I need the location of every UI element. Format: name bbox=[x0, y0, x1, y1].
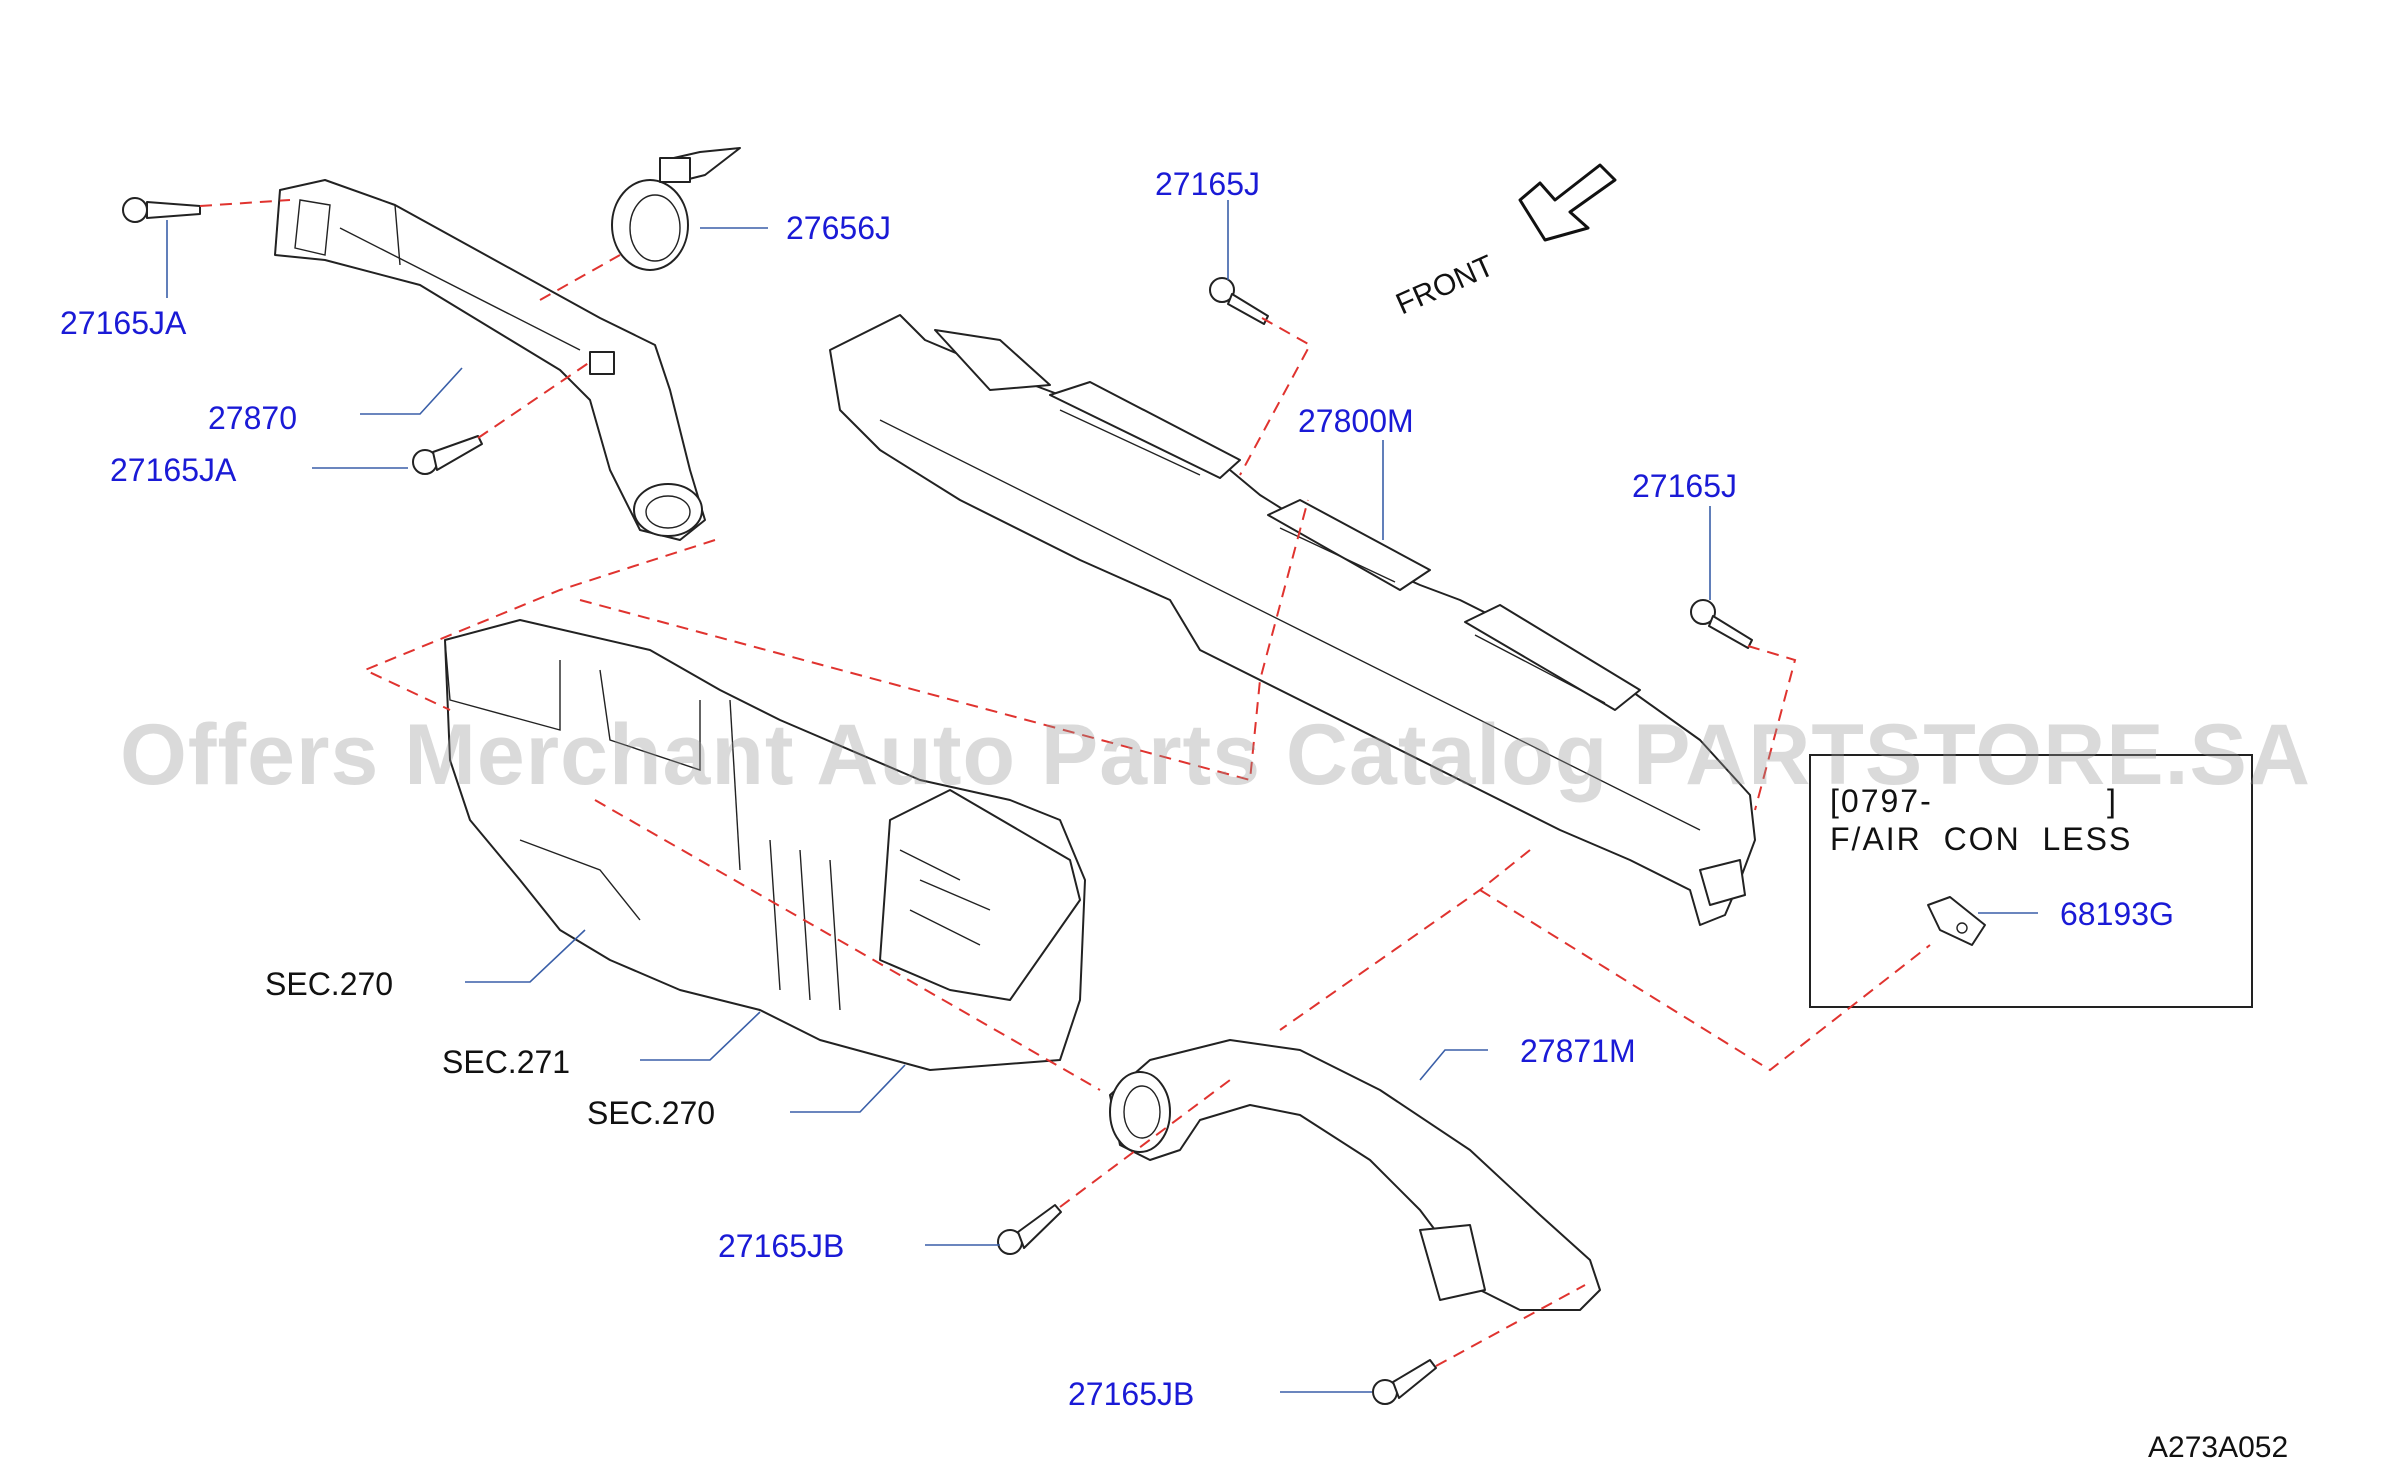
screw-27165JB-mid[interactable] bbox=[997, 1204, 1062, 1255]
label-sec270-a[interactable]: SEC.270 bbox=[265, 966, 394, 1002]
dashed-linkage-lines bbox=[199, 199, 1931, 1367]
label-27165JB-mid[interactable]: 27165JB bbox=[718, 1228, 845, 1264]
clip-68193G[interactable] bbox=[1927, 896, 1986, 946]
label-27165JA-top[interactable]: 27165JA bbox=[60, 305, 187, 341]
screw-27165JA-top[interactable] bbox=[122, 197, 201, 223]
label-68193G[interactable]: 68193G bbox=[2060, 896, 2174, 932]
label-27165JB-bottom[interactable]: 27165JB bbox=[1068, 1376, 1195, 1412]
duct-27800M[interactable] bbox=[829, 314, 1756, 926]
heater-unit[interactable] bbox=[444, 619, 1086, 1071]
note-box-frame bbox=[1809, 754, 2253, 1008]
label-27165J-right[interactable]: 27165J bbox=[1632, 468, 1737, 504]
screw-27165JB-bottom[interactable] bbox=[1372, 1359, 1437, 1405]
note-box-range: [0797- ] bbox=[1830, 783, 2118, 819]
note-box-condition: F/AIR CON LESS bbox=[1830, 821, 2133, 857]
screw-27165J-right[interactable] bbox=[1690, 599, 1753, 649]
diagram-code: A273A052 bbox=[2148, 1431, 2289, 1464]
label-27800M[interactable]: 27800M bbox=[1298, 403, 1414, 439]
leader-lines bbox=[166, 200, 2038, 1393]
watermark-text: Offers Merchant Auto Parts Catalog PARTS… bbox=[120, 707, 2311, 803]
screw-27165JA-mid[interactable] bbox=[412, 435, 483, 475]
label-27870[interactable]: 27870 bbox=[208, 400, 297, 436]
screw-27165J-top[interactable] bbox=[1209, 277, 1269, 325]
label-27871M[interactable]: 27871M bbox=[1520, 1033, 1636, 1069]
front-arrow-icon bbox=[1518, 163, 1617, 242]
label-27165J-top[interactable]: 27165J bbox=[1155, 166, 1260, 202]
band-clamp-27656J[interactable] bbox=[611, 147, 741, 271]
label-27165JA-mid[interactable]: 27165JA bbox=[110, 452, 237, 488]
label-sec271[interactable]: SEC.271 bbox=[442, 1044, 571, 1080]
duct-27870[interactable] bbox=[274, 179, 706, 541]
label-sec270-b[interactable]: SEC.270 bbox=[587, 1095, 716, 1131]
label-27656J[interactable]: 27656J bbox=[786, 210, 891, 246]
duct-27871M[interactable] bbox=[1109, 1039, 1601, 1311]
